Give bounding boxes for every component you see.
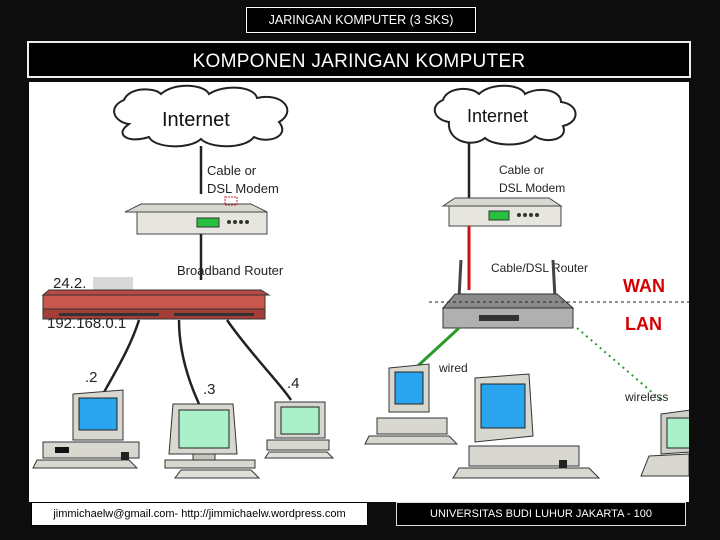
cable-pc3-left bbox=[177, 319, 201, 405]
wan-label: WAN bbox=[623, 276, 665, 296]
router-label-left: Broadband Router bbox=[177, 263, 284, 278]
pc2-address: .2 bbox=[85, 369, 98, 386]
wired-label: wired bbox=[438, 361, 468, 375]
laptop-wireless bbox=[640, 409, 689, 477]
footer-institution: UNIVERSITAS BUDI LUHUR JAKARTA - 100 bbox=[396, 502, 686, 526]
pc3-address: .3 bbox=[203, 381, 216, 398]
broadband-router-left bbox=[41, 289, 271, 320]
lan-ip-left: 192.168.0.1 bbox=[47, 315, 126, 332]
modem-label-left-2: DSL Modem bbox=[207, 181, 279, 196]
computer-left-1 bbox=[32, 389, 140, 469]
modem-label-right-2: DSL Modem bbox=[499, 181, 565, 195]
router-label-right: Cable/DSL Router bbox=[491, 261, 588, 275]
lan-label: LAN bbox=[625, 314, 662, 334]
computer-right-1 bbox=[364, 363, 459, 445]
computer-right-2 bbox=[452, 373, 601, 479]
computer-left-3 bbox=[264, 401, 335, 459]
internet-cloud-right bbox=[433, 84, 577, 146]
wan-ip-left: 24.2. bbox=[53, 275, 86, 292]
computer-left-2 bbox=[164, 403, 261, 479]
cable-dsl-router-right bbox=[441, 259, 575, 329]
footer-contact: jimmichaelw@gmail.com- http://jimmichael… bbox=[31, 502, 368, 526]
pc4-address: .4 bbox=[287, 375, 300, 392]
cable-pc4-left bbox=[225, 319, 293, 401]
internet-cloud-left bbox=[113, 84, 289, 148]
slide-header: KOMPONEN JARINGAN KOMPUTER bbox=[27, 41, 691, 78]
internet-label-left: Internet bbox=[162, 109, 230, 131]
modem-label-left-1: Cable or bbox=[207, 163, 257, 178]
network-diagram: Internet Cable or DSL Modem Broadband Ro… bbox=[29, 82, 689, 502]
course-title: JARINGAN KOMPUTER (3 SKS) bbox=[245, 6, 477, 34]
modem-left bbox=[124, 196, 268, 235]
wireless-link bbox=[576, 327, 662, 401]
wan-ip-masked bbox=[93, 277, 133, 290]
internet-label-right: Internet bbox=[467, 106, 528, 126]
wireless-label: wireless bbox=[624, 390, 668, 404]
modem-right bbox=[441, 197, 563, 227]
modem-label-right-1: Cable or bbox=[499, 163, 544, 177]
